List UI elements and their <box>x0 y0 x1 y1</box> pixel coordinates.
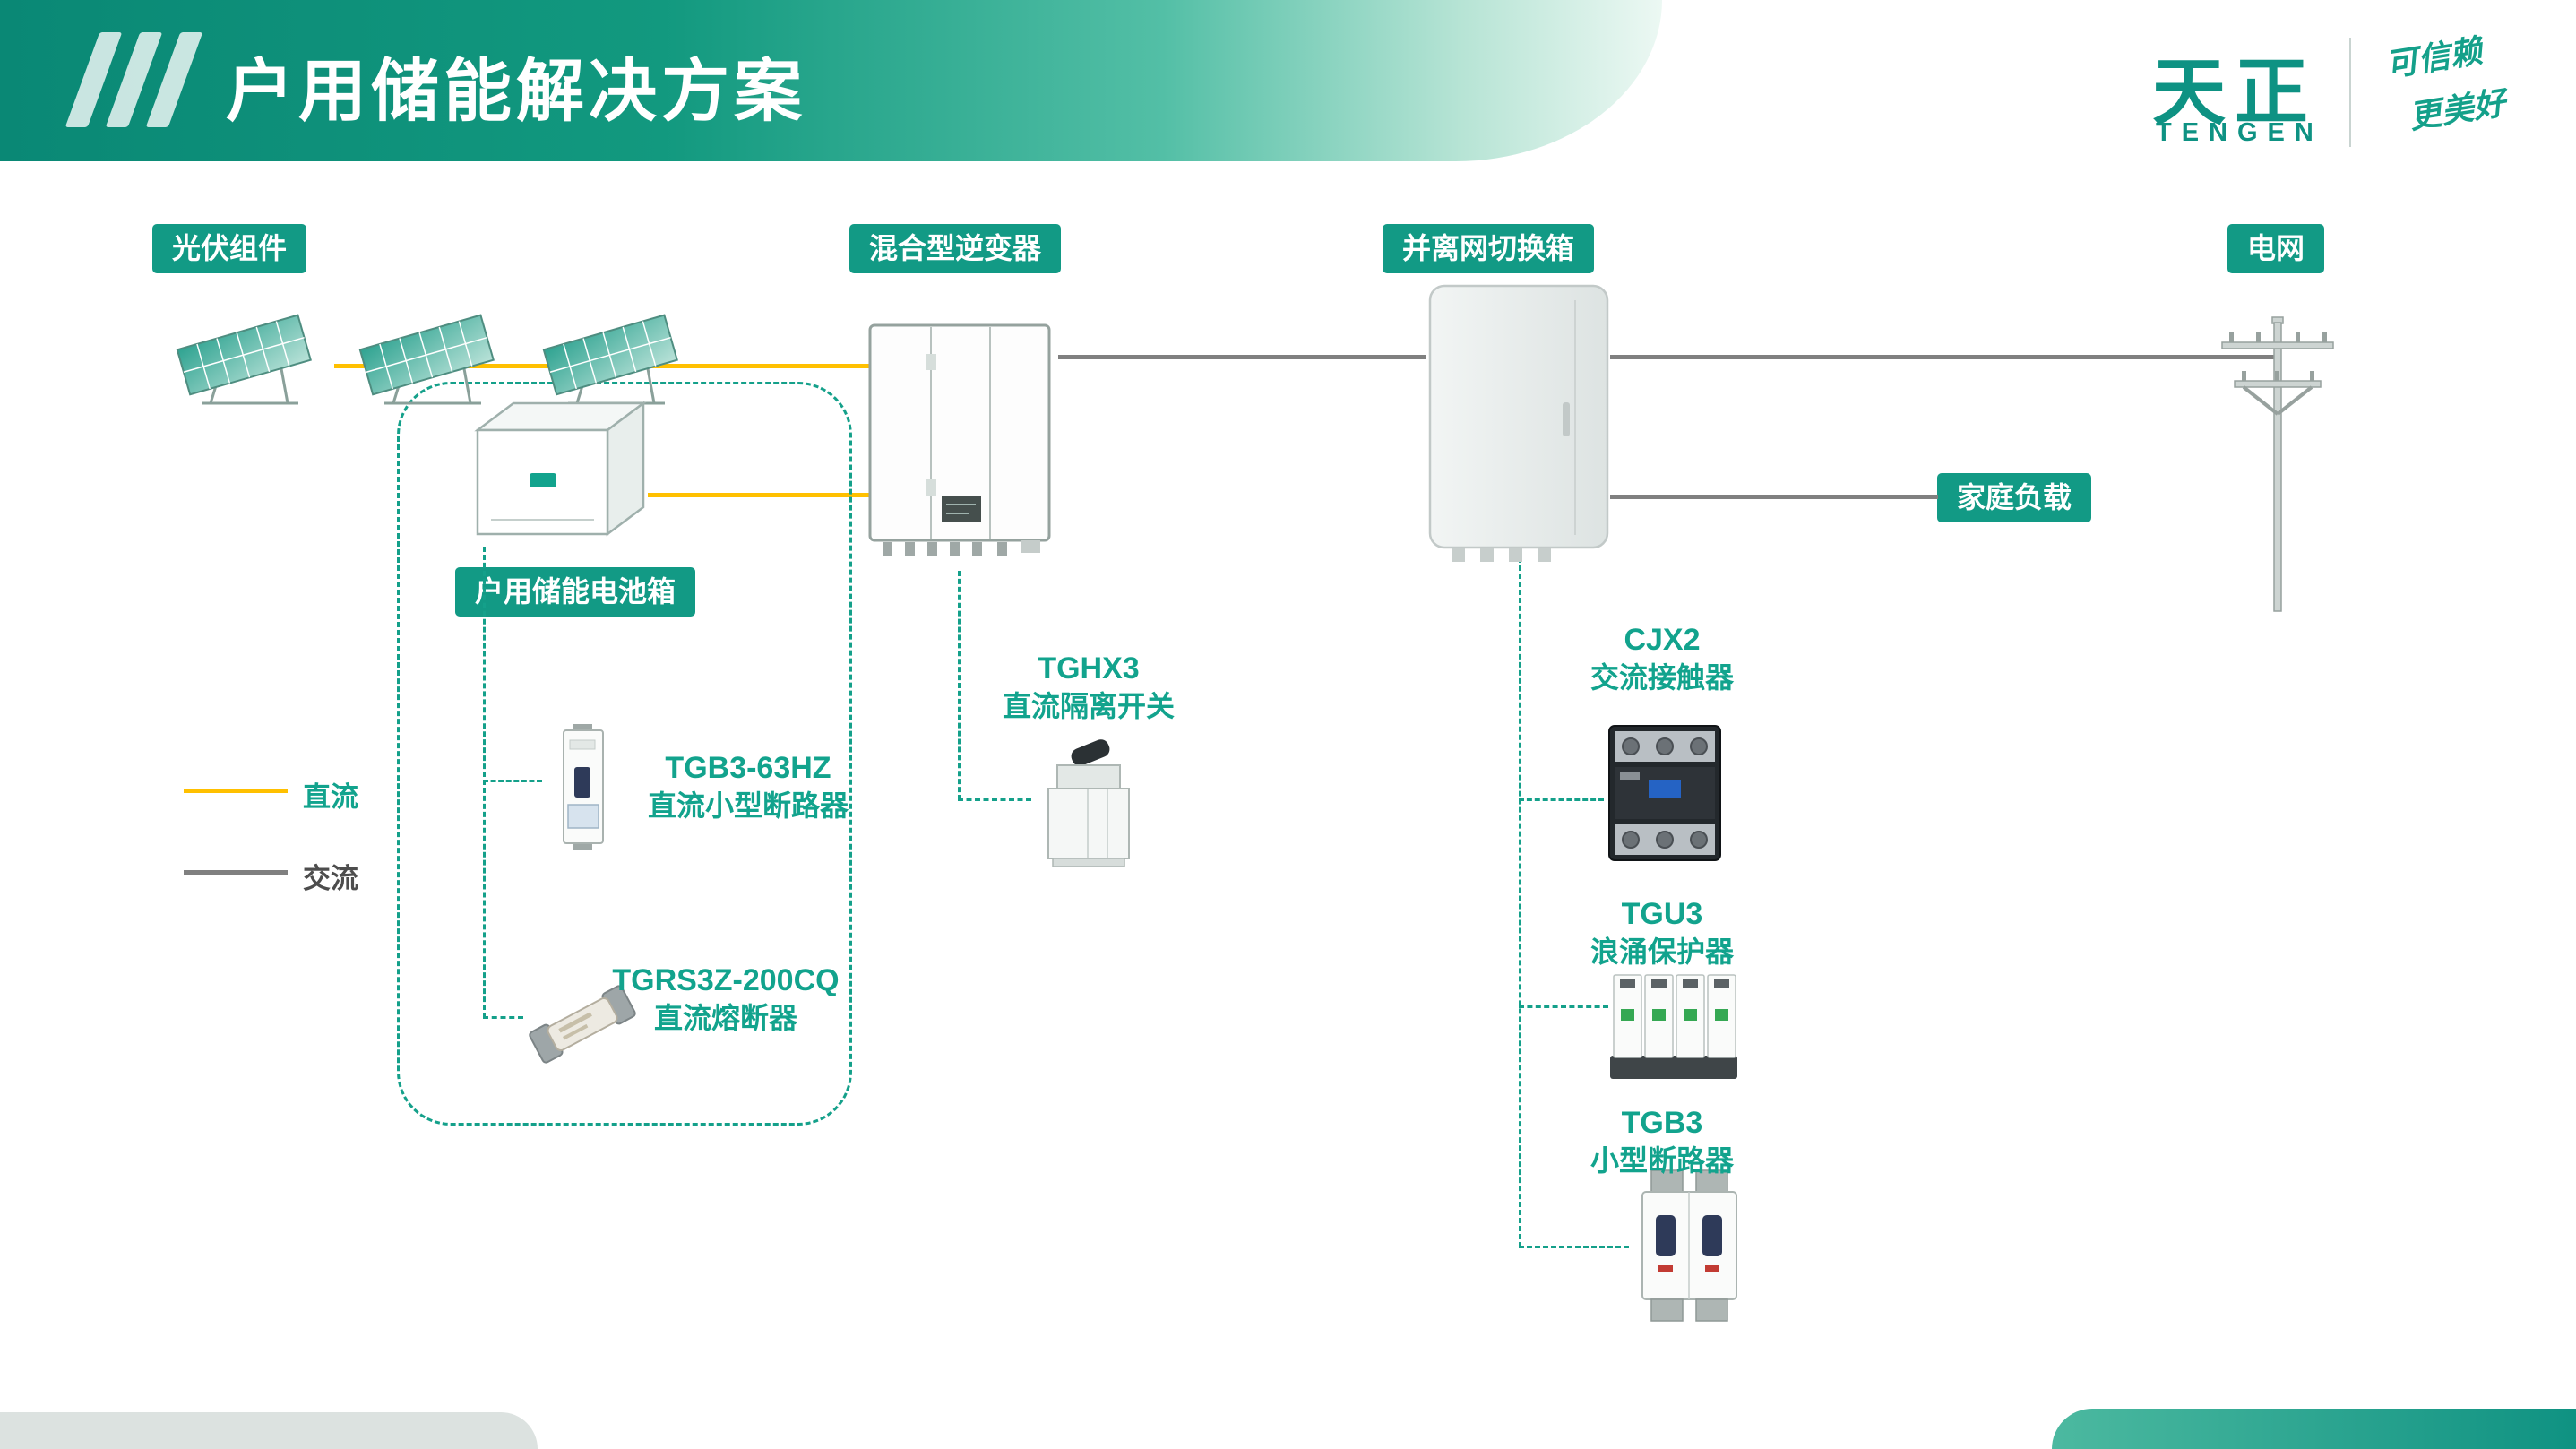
dashed-branch-mcb <box>1519 1246 1629 1248</box>
dc-line-battery-to-inverter <box>648 493 870 497</box>
spd-caption: TGU3 浪涌保护器 <box>1559 894 1765 971</box>
grid-switch-box-badge: 并离网切换箱 <box>1383 224 1595 274</box>
mcb-caption: TGB3 小型断路器 <box>1564 1103 1761 1180</box>
dc-mcb-name: 直流小型断路器 <box>647 789 849 823</box>
bottom-left-decoration <box>0 1412 538 1449</box>
pv-module-badge: 光伏组件 <box>152 224 307 274</box>
dc-mcb-caption: TGB3-63HZ 直流小型断路器 <box>627 748 869 825</box>
contactor-model: CJX2 <box>1624 623 1701 657</box>
bottom-right-decoration <box>2052 1409 2576 1449</box>
home-load-badge: 家庭负载 <box>1937 473 2092 523</box>
title-slashes-icon <box>65 32 203 127</box>
contactor-name: 交流接触器 <box>1590 661 1734 694</box>
brand-logo-en: TENGEN <box>2156 118 2323 147</box>
mcb-model: TGB3 <box>1621 1106 1703 1140</box>
solar-panel-icon <box>176 314 312 405</box>
mcb-name: 小型断路器 <box>1590 1144 1734 1177</box>
ac-contactor-icon <box>1602 717 1727 874</box>
dashed-drop-inverter <box>958 571 961 800</box>
page-title: 户用储能解决方案 <box>226 54 806 130</box>
dc-switch-model: TGHX3 <box>1038 651 1140 686</box>
ac-line-inverter-to-transferbox <box>1058 355 1426 359</box>
legend-ac-label: 交流 <box>303 863 358 894</box>
dc-mcb-model: TGB3-63HZ <box>665 751 831 785</box>
legend-dc-line <box>184 789 288 793</box>
dashed-branch-contactor <box>1519 798 1604 801</box>
dc-fuse-model: TGRS3Z-200CQ <box>612 963 840 997</box>
brand-divider <box>2349 38 2351 147</box>
ac-line-transferbox-to-load <box>1610 495 1938 499</box>
dc-fuse-name: 直流熔断器 <box>653 1002 797 1035</box>
surge-protector-icon <box>1607 964 1741 1090</box>
dashed-branch-dc-switch <box>958 798 1031 801</box>
dashed-branch-surge-protector <box>1519 1005 1608 1008</box>
transfer-box-icon <box>1425 280 1613 570</box>
header-bar <box>0 0 1662 161</box>
mcb-icon <box>1629 1163 1750 1333</box>
dashed-branch-dc-fuse <box>483 1016 523 1019</box>
dashed-drop-transfer-box <box>1519 557 1521 1247</box>
dc-fuse-caption: TGRS3Z-200CQ 直流熔断器 <box>600 961 851 1038</box>
dc-switch-name: 直流隔离开关 <box>1002 690 1175 723</box>
contactor-caption: CJX2 交流接触器 <box>1559 620 1765 697</box>
dc-switch-caption: TGHX3 直流隔离开关 <box>981 649 1196 726</box>
dc-fuse-icon <box>518 970 648 1082</box>
battery-box-badge: 户用储能电池箱 <box>455 567 696 617</box>
solar-panel-array-icon <box>154 305 700 412</box>
legend-ac-line <box>184 870 288 875</box>
hybrid-inverter-icon <box>863 318 1060 582</box>
utility-pole-icon <box>2206 296 2349 618</box>
dashed-branch-dc-mcb <box>483 780 542 782</box>
ac-line-transferbox-to-grid <box>1610 355 2278 359</box>
utility-grid-badge: 电网 <box>2227 224 2325 274</box>
dc-isolator-switch-icon <box>1030 733 1147 876</box>
hybrid-inverter-badge: 混合型逆变器 <box>849 224 1062 274</box>
solar-panel-icon <box>359 314 495 405</box>
legend-dc-label: 直流 <box>303 781 358 813</box>
brand-slogan-line2: 更美好 <box>2406 83 2509 137</box>
dc-mcb-icon <box>540 722 625 857</box>
spd-name: 浪涌保护器 <box>1590 936 1734 969</box>
brand-slogan-line1: 可信赖 <box>2382 31 2486 85</box>
battery-enclosure-icon <box>464 392 652 556</box>
brand-logo-cn: 天正 <box>2152 52 2318 134</box>
battery-system-boundary <box>397 382 852 1126</box>
dashed-drop-battery <box>483 547 486 1018</box>
spd-model: TGU3 <box>1621 897 1703 931</box>
